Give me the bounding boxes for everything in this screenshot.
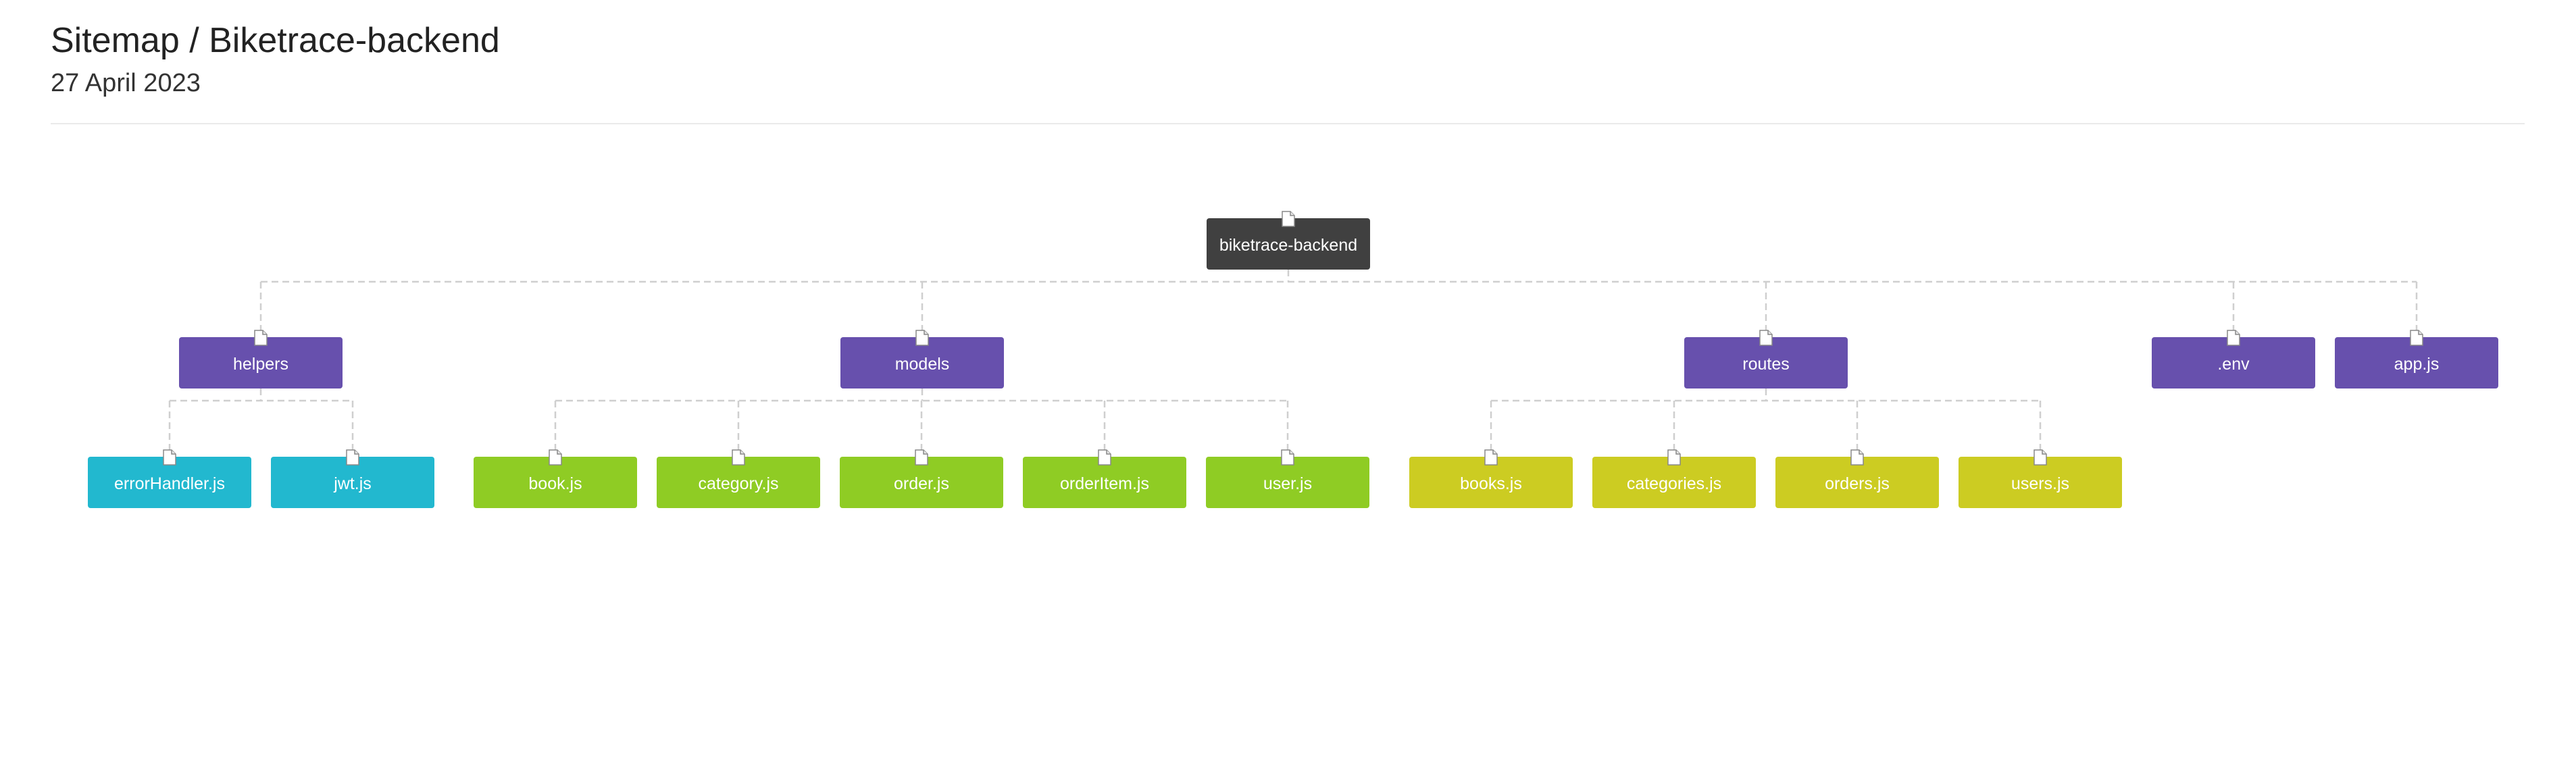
node-label: errorHandler.js: [114, 474, 225, 493]
node-label: helpers: [233, 354, 288, 374]
connector-lines: [168, 270, 2418, 450]
node-label: app.js: [2394, 354, 2440, 374]
file-icon: [254, 330, 268, 346]
node-book-js[interactable]: book.js: [474, 449, 637, 508]
file-icon: [1281, 449, 1294, 466]
node-user-js[interactable]: user.js: [1206, 449, 1369, 508]
header-divider: [51, 123, 2525, 124]
node-label: routes: [1742, 354, 1790, 374]
node-jwt-js[interactable]: jwt.js: [271, 449, 434, 508]
file-icon: [1098, 449, 1111, 466]
node-label: order.js: [894, 474, 949, 493]
node-users-js[interactable]: users.js: [1959, 449, 2122, 508]
node-models[interactable]: models: [840, 330, 1004, 388]
file-icon: [915, 449, 928, 466]
node-routes[interactable]: routes: [1684, 330, 1848, 388]
node-label: models: [894, 354, 950, 374]
node-category-js[interactable]: category.js: [657, 449, 820, 508]
file-icon: [1850, 449, 1864, 466]
file-icon: [346, 449, 359, 466]
node-app-js[interactable]: app.js: [2335, 330, 2498, 388]
file-icon: [1282, 211, 1295, 227]
node-books-js[interactable]: books.js: [1409, 449, 1573, 508]
file-icon: [732, 449, 745, 466]
file-icon: [163, 449, 176, 466]
node-helpers[interactable]: helpers: [179, 330, 343, 388]
node-orderitem-js[interactable]: orderItem.js: [1023, 449, 1186, 508]
node-label: user.js: [1263, 474, 1313, 493]
node-biketrace-backend[interactable]: biketrace-backend: [1207, 211, 1370, 270]
file-icon: [1759, 330, 1773, 346]
node-label: biketrace-backend: [1219, 235, 1358, 255]
file-icon: [2034, 449, 2047, 466]
file-icon: [2227, 330, 2240, 346]
node-label: jwt.js: [334, 474, 372, 493]
node-errorhandler-js[interactable]: errorHandler.js: [88, 449, 251, 508]
node-label: users.js: [2011, 474, 2070, 493]
node-label: categories.js: [1626, 474, 1722, 493]
node-label: orders.js: [1825, 474, 1890, 493]
node-label: .env: [2217, 354, 2250, 374]
node-categories-js[interactable]: categories.js: [1592, 449, 1756, 508]
node-label: category.js: [698, 474, 779, 493]
page-title: Sitemap / Biketrace-backend: [51, 21, 500, 60]
node-orders-js[interactable]: orders.js: [1775, 449, 1939, 508]
file-icon: [1484, 449, 1498, 466]
node-label: orderItem.js: [1060, 474, 1149, 493]
file-icon: [1667, 449, 1681, 466]
file-icon: [915, 330, 929, 346]
node-label: book.js: [528, 474, 582, 493]
node-order-js[interactable]: order.js: [840, 449, 1003, 508]
page-date: 27 April 2023: [51, 69, 201, 97]
node-label: books.js: [1460, 474, 1522, 493]
file-icon: [2410, 330, 2423, 346]
node-env[interactable]: .env: [2152, 330, 2315, 388]
file-icon: [549, 449, 562, 466]
